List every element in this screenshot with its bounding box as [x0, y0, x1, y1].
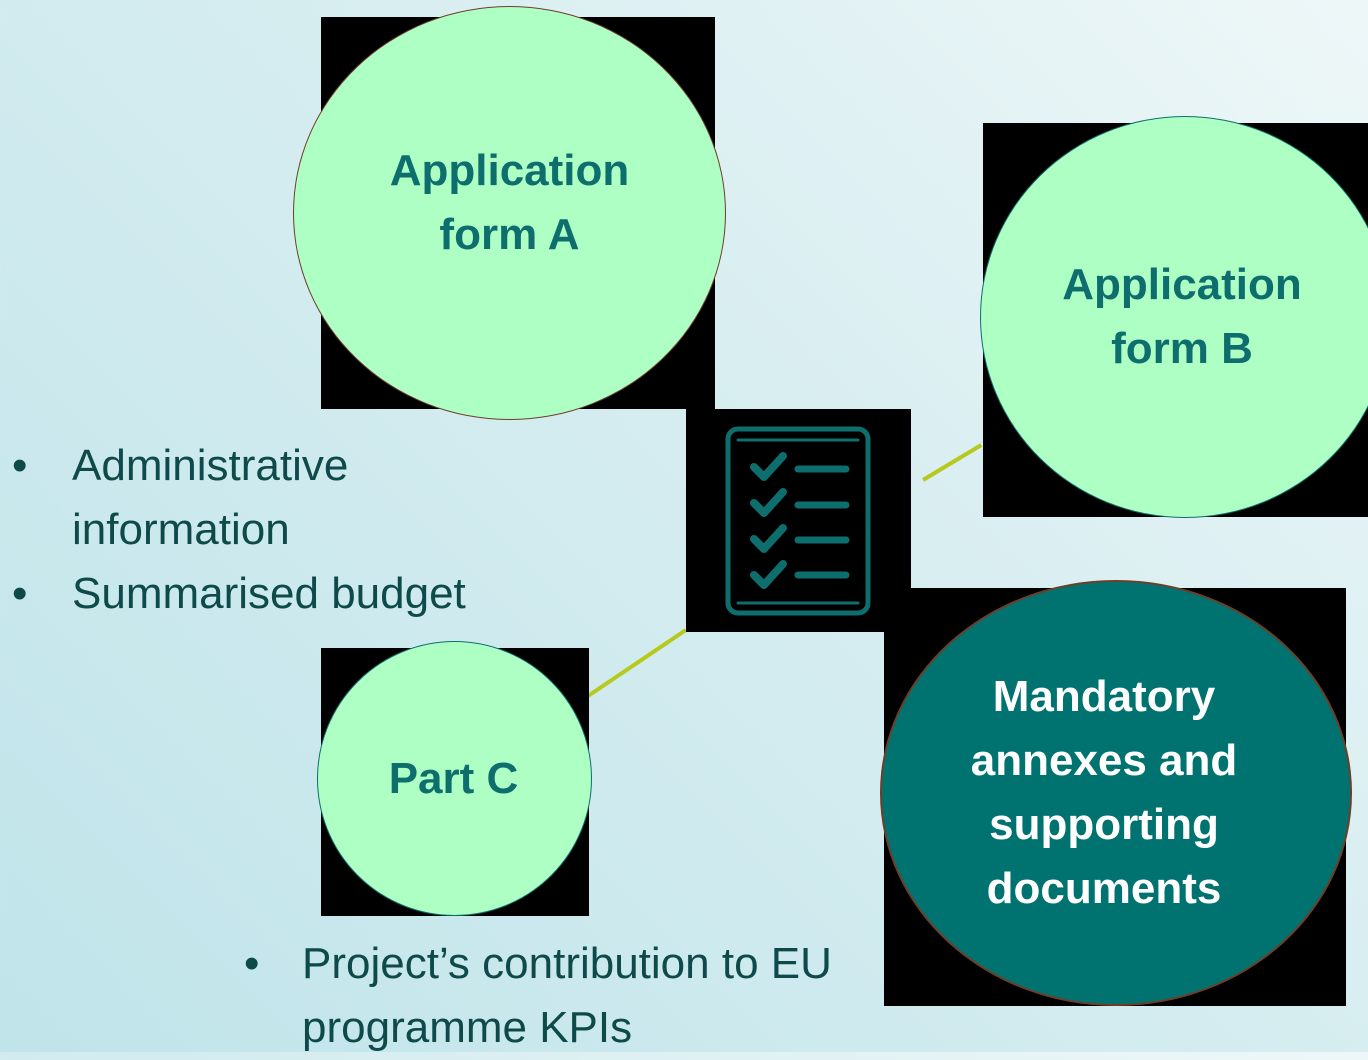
mandatory-annexes-label: Mandatory annexes and supporting documen…	[970, 672, 1238, 913]
bullet-text: Administrative information	[72, 441, 349, 554]
connector-center-to-part-c	[586, 628, 687, 698]
bullet-item: • Administrative information	[0, 434, 540, 562]
part-c-node[interactable]: Part C	[317, 641, 592, 916]
bullet-dot: •	[244, 939, 260, 988]
part-c-bullets: • Project’s contribution to EU programme…	[240, 932, 880, 1060]
application-form-b-node[interactable]: Application form B	[980, 116, 1368, 518]
bullet-dot: •	[12, 441, 28, 490]
bullet-dot: •	[12, 569, 28, 618]
part-c-label: Part C	[388, 753, 519, 803]
application-form-a-label: Application form A	[389, 146, 630, 259]
application-form-a-node[interactable]: Application form A	[293, 6, 726, 420]
mandatory-annexes-node[interactable]: Mandatory annexes and supporting documen…	[880, 580, 1352, 1006]
bullet-item: • Summarised budget	[0, 562, 540, 626]
checklist-icon	[725, 426, 871, 616]
bullet-item: • Project’s contribution to EU programme…	[240, 932, 880, 1060]
form-a-bullets: • Administrative information • Summarise…	[0, 434, 540, 626]
application-form-b-label: Application form B	[1062, 260, 1302, 373]
bullet-text: Project’s contribution to EU programme K…	[302, 939, 832, 1052]
connector-center-to-form-b	[921, 443, 983, 482]
bullet-text: Summarised budget	[72, 569, 466, 618]
checklist-backdrop	[686, 409, 911, 632]
